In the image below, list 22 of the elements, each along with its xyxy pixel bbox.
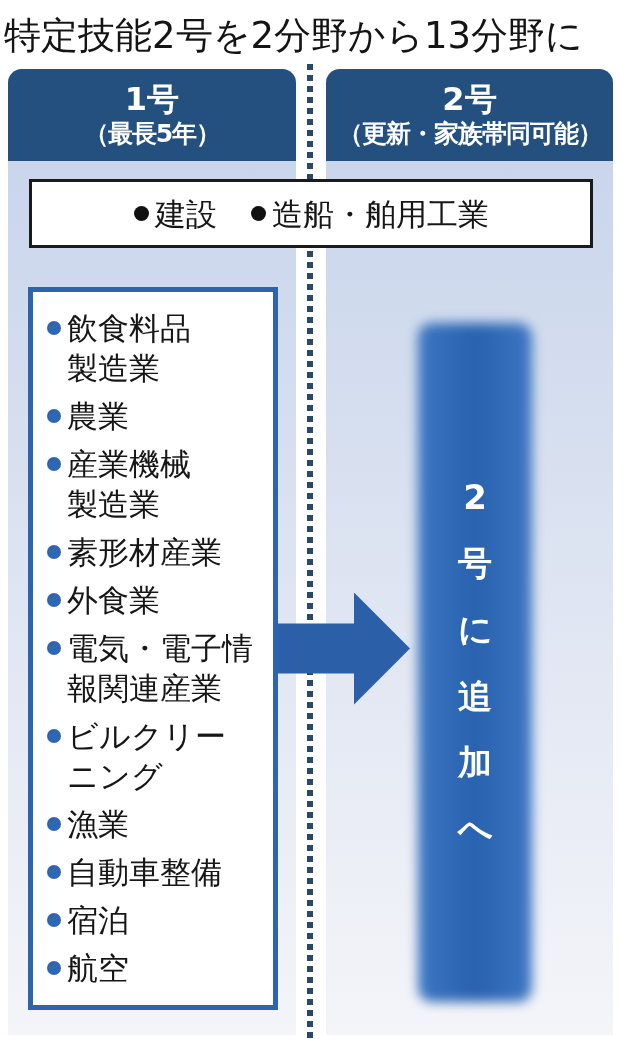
field-name: 外食業 xyxy=(67,581,160,620)
column-heading: 2号 xyxy=(442,81,497,117)
field-name: 産業機械製造業 xyxy=(67,445,192,524)
field-name: 造船・舶用工業 xyxy=(271,194,489,234)
field-name: 漁業 xyxy=(67,805,129,844)
field-name: 航空 xyxy=(67,949,129,988)
column-heading: 1号 xyxy=(124,81,180,117)
column-subheading: （更新・家族帯同可能） xyxy=(337,118,602,150)
field-name: 農業 xyxy=(67,397,129,436)
field-name: ビルクリーニング xyxy=(67,717,227,796)
field-name: 宿泊 xyxy=(67,901,129,940)
field-name: 自動車整備 xyxy=(67,853,222,892)
block-arrow xyxy=(278,592,410,705)
field-name: 建設 xyxy=(154,194,217,234)
field-box xyxy=(29,179,593,248)
column-subheading: （最長5年） xyxy=(83,118,221,150)
diagram-title: 特定技能2号を2分野から13分野に xyxy=(4,14,584,59)
field-name: 電気・電子情報関連産業 xyxy=(67,629,254,708)
field-name: 飲食料品製造業 xyxy=(67,309,192,388)
field-list-box xyxy=(28,287,278,1010)
field-name: 素形材産業 xyxy=(67,533,222,572)
vertical-label: 2号に追加へ xyxy=(458,475,492,851)
